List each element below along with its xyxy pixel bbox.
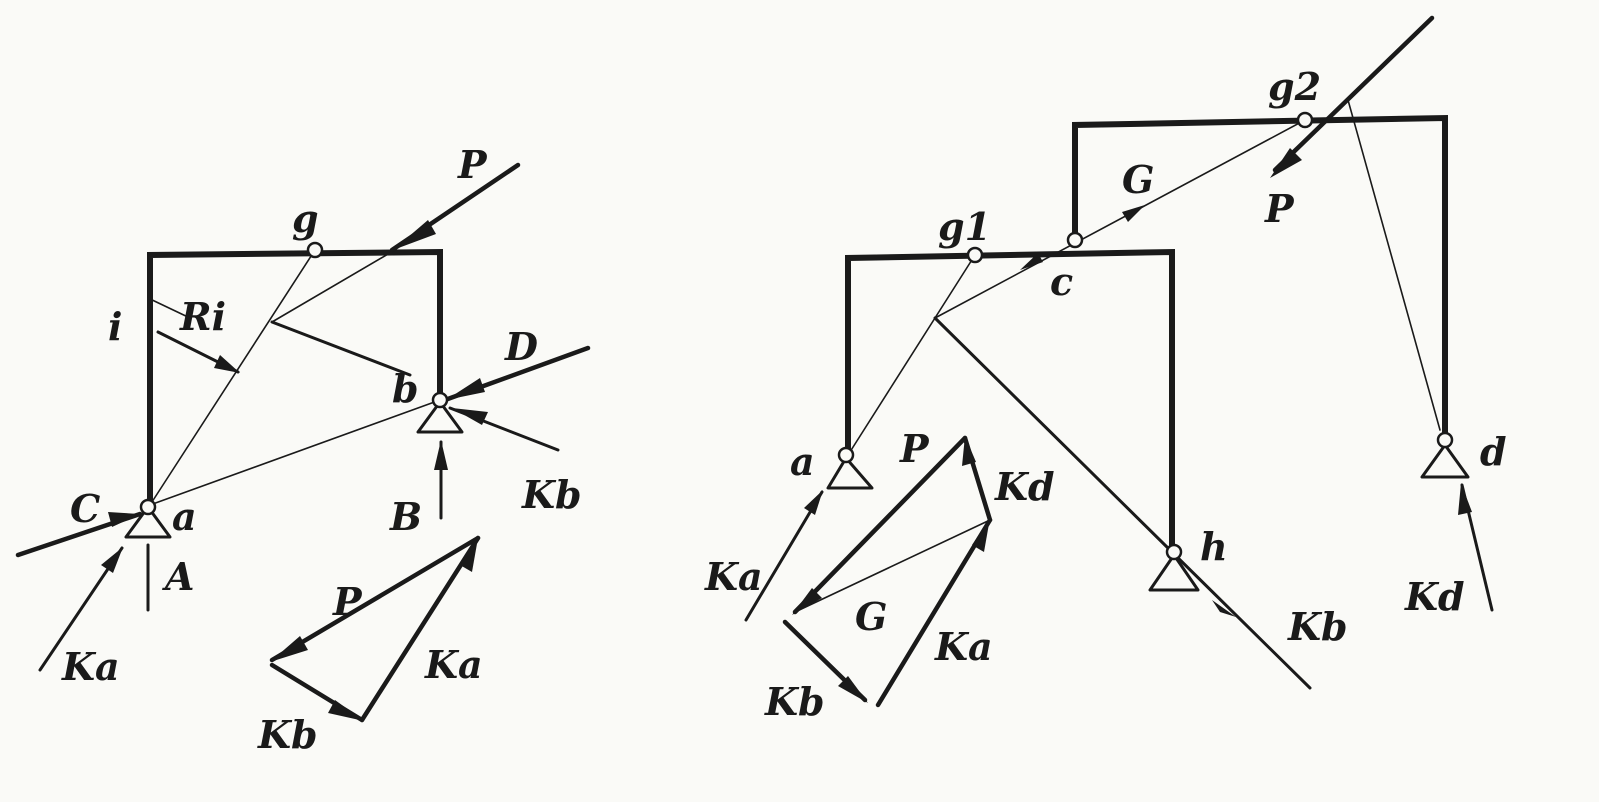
support-b: [416, 400, 464, 434]
line-g2-d: [1347, 99, 1441, 431]
label-c: c: [1050, 259, 1073, 304]
label-d: D: [504, 324, 538, 369]
triangle-kb-arrowhead: [328, 700, 364, 721]
force-kb-line: [1170, 550, 1312, 690]
label-h: h: [1200, 524, 1228, 569]
label-g: G: [1122, 157, 1154, 202]
force-kb-arrowhead: [452, 408, 488, 425]
triangle-label-p: P: [332, 579, 363, 624]
ri-arrowhead: [214, 355, 240, 373]
label-kb: Kb: [1287, 604, 1348, 649]
hinge-d: [1436, 431, 1454, 449]
force-ka-line: [744, 490, 824, 622]
label-kb: Kb: [521, 472, 582, 517]
force-p-line: [1272, 15, 1435, 173]
g-arrowhead-upper: [1122, 205, 1145, 222]
hinge-g2: [1296, 111, 1314, 129]
triangle-ka-arrowhead: [460, 538, 478, 572]
force-kb-arrowhead: [1212, 600, 1236, 617]
polygon-label-p: P: [899, 426, 930, 471]
line-a-b: [149, 399, 441, 506]
polygon-label-ka: Ka: [934, 624, 993, 669]
polygon-ka-arrowhead: [972, 518, 990, 552]
line-i-tick: [147, 297, 191, 319]
force-ka-arrowhead: [101, 547, 123, 573]
line-r-to-b: [270, 320, 412, 377]
line-r-to-p: [271, 249, 396, 323]
support-d: [1420, 443, 1470, 479]
left-frame: [147, 248, 443, 508]
hinge-a: [139, 498, 157, 516]
label-b: b: [392, 366, 419, 411]
label-g: g: [292, 196, 319, 241]
triangle-p-side: [269, 535, 481, 663]
label-ka: Ka: [61, 644, 120, 689]
line-a-g: [149, 249, 316, 506]
label-g2: g2: [1268, 64, 1321, 109]
label-i: i: [108, 304, 122, 349]
hinge-a: [837, 446, 855, 464]
force-p-arrowhead: [1270, 148, 1302, 178]
label-a: a: [172, 494, 197, 539]
left-force-triangle: [269, 535, 481, 723]
support-a: [124, 505, 172, 539]
label-p: P: [457, 142, 488, 187]
polygon-label-kd: Kd: [994, 464, 1055, 509]
hinge-h: [1165, 543, 1183, 561]
polygon-ka-side: [875, 517, 993, 708]
force-kd-arrowhead: [1458, 483, 1472, 515]
force-d-arrowhead: [446, 378, 485, 400]
lower-frame: [845, 248, 1175, 555]
hinge-c: [1066, 231, 1084, 249]
label-d: d: [1480, 429, 1507, 474]
right-figure: g2 G P g1 c a Ka d Kd h Kb P Kd G Ka Kb: [704, 15, 1507, 724]
label-c: C: [70, 486, 100, 531]
label-a: a: [790, 439, 815, 484]
upper-frame: [1072, 114, 1448, 443]
g-arrowhead-lower: [1020, 253, 1043, 270]
polygon-p-side: [792, 435, 968, 615]
polygon-label-g: G: [855, 594, 887, 639]
label-g1: g1: [938, 204, 991, 249]
force-p-arrowhead: [393, 220, 436, 250]
support-h: [1148, 553, 1200, 592]
label-ri: Ri: [179, 294, 226, 339]
hinge-b: [431, 391, 449, 409]
hinge-g: [306, 241, 324, 259]
label-p: P: [1264, 186, 1295, 231]
force-b-arrowhead: [434, 440, 448, 470]
hinge-g1: [966, 246, 984, 264]
line-g1-g2: [934, 119, 1306, 319]
force-ka-arrowhead: [804, 490, 823, 515]
label-kd: Kd: [1404, 574, 1465, 619]
triangle-label-kb: Kb: [257, 712, 318, 757]
support-a: [826, 456, 874, 490]
right-force-polygon: [782, 435, 993, 708]
polygon-kd-arrowhead: [962, 436, 976, 466]
polygon-g-line: [794, 519, 991, 613]
triangle-ka-side: [359, 535, 481, 723]
triangle-p-arrowhead: [270, 636, 308, 662]
polygon-label-kb: Kb: [764, 679, 825, 724]
label-reaction-b: B: [389, 494, 422, 539]
polygon-p-arrowhead: [792, 588, 822, 615]
polygon-kb-arrowhead: [838, 676, 868, 703]
label-ka: Ka: [704, 554, 763, 599]
force-c-arrowhead: [108, 512, 140, 527]
triangle-label-ka: Ka: [424, 642, 483, 687]
line-to-h: [933, 316, 1174, 554]
label-reaction-a: A: [162, 554, 194, 599]
left-figure: g P i Ri D b C a A B Kb Ka P Ka Kb: [15, 142, 591, 757]
line-a-g1: [847, 254, 976, 456]
